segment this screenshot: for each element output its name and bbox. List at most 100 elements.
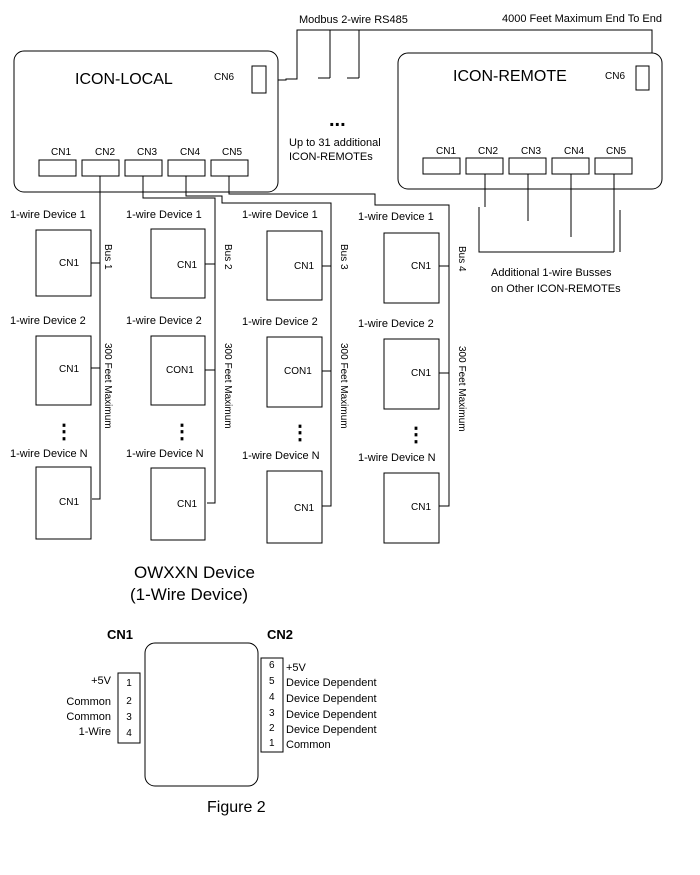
col1-deviceN-cn: CN1 — [59, 497, 79, 508]
bus3-wire — [185, 176, 332, 507]
icon-local-unit: ICON-LOCAL CN6 CN1 CN2 CN3 CN4 CN5 — [13, 50, 279, 193]
col3-device2-cn: CON1 — [284, 366, 312, 377]
icon-remote-cn2-port — [465, 157, 504, 175]
col4-deviceN-cn: CN1 — [411, 502, 431, 513]
col3-distance-label: 300 Feet Maximum — [338, 343, 349, 429]
icon-local-cn4-port — [167, 159, 206, 177]
col4-bus-label: Bus 4 — [456, 246, 467, 272]
col2-more-devices-dots: ⋮ — [172, 421, 192, 443]
bus-column-3: 1-wire Device 1 CN1 1-wire Device 2 CON1… — [242, 209, 349, 544]
col3-deviceN-box — [266, 470, 323, 544]
remote-busses-bracket — [478, 207, 614, 253]
cn2-pin5-label: Device Dependent — [286, 677, 377, 689]
cn2-pin2-label: Device Dependent — [286, 724, 377, 736]
icon-local-cn4-label: CN4 — [180, 147, 200, 158]
owxxn-subtitle: (1-Wire Device) — [130, 585, 248, 604]
icon-local-cn1-port — [38, 159, 77, 177]
col4-more-devices-dots: ⋮ — [406, 424, 426, 446]
cn2-pin4-num: 4 — [269, 692, 275, 703]
col1-distance-label: 300 Feet Maximum — [102, 343, 113, 429]
owxxn-device-body — [144, 642, 259, 787]
bus1-wire — [92, 176, 101, 500]
cn1-pin2-label: Common — [66, 696, 111, 708]
cn2-pin5-num: 5 — [269, 676, 275, 687]
icon-remote-cn2-label: CN2 — [478, 146, 498, 157]
col1-device2-box — [35, 335, 92, 406]
icon-remote-cn3-label: CN3 — [521, 146, 541, 157]
modbus-label: Modbus 2-wire RS485 — [299, 14, 408, 26]
col4-device1-label: 1-wire Device 1 — [358, 211, 434, 223]
icon-local-cn6-port — [251, 65, 267, 94]
cn1-pin3-num: 3 — [126, 712, 132, 723]
additional-remotes-line1: Up to 31 additional — [289, 137, 381, 149]
icon-remote-cn6-port — [635, 65, 650, 91]
owxxn-cn2-connector — [260, 657, 284, 753]
icon-remote-cn3-port — [508, 157, 547, 175]
cn1-pin2-num: 2 — [126, 696, 132, 707]
cn2-pin2-num: 2 — [269, 723, 275, 734]
remote-bus-drops — [478, 174, 621, 253]
icon-remote-cn6-label: CN6 — [605, 71, 625, 82]
bus2-wire — [142, 176, 216, 504]
cn2-pin4-label: Device Dependent — [286, 693, 377, 705]
icon-local-cn1-label: CN1 — [51, 147, 71, 158]
col3-device1-cn: CN1 — [294, 261, 314, 272]
cn2-pin3-num: 3 — [269, 708, 275, 719]
icon-local-cn6-label: CN6 — [214, 72, 234, 83]
col2-device1-cn: CN1 — [177, 260, 197, 271]
icon-local-cn3-port — [124, 159, 163, 177]
col2-device2-cn: CON1 — [166, 365, 194, 376]
bus4-wire — [228, 176, 450, 507]
additional-busses-line2: on Other ICON-REMOTEs — [491, 283, 621, 295]
icon-local-cn3-label: CN3 — [137, 147, 157, 158]
icon-local-cn2-label: CN2 — [95, 147, 115, 158]
cn2-pin1-label: Common — [286, 739, 331, 751]
col1-deviceN-label: 1-wire Device N — [10, 448, 88, 460]
col3-more-devices-dots: ⋮ — [290, 422, 310, 444]
col4-device2-box — [383, 338, 440, 410]
additional-busses-line1: Additional 1-wire Busses — [491, 267, 612, 279]
icon-remote-unit: ICON-REMOTE CN6 CN1 CN2 CN3 CN4 CN5 — [397, 52, 663, 190]
col3-deviceN-cn: CN1 — [294, 503, 314, 514]
col1-device1-cn: CN1 — [59, 258, 79, 269]
col1-bus-label: Bus 1 — [102, 244, 113, 270]
col4-device1-cn: CN1 — [411, 261, 431, 272]
col1-more-devices-dots: ⋮ — [54, 421, 74, 443]
col4-deviceN-box — [383, 472, 440, 544]
col1-device2-cn: CN1 — [59, 364, 79, 375]
col1-device2-label: 1-wire Device 2 — [10, 315, 86, 327]
col4-distance-label: 300 Feet Maximum — [456, 346, 467, 432]
cn1-pin4-num: 4 — [126, 728, 132, 739]
bus-column-2: 1-wire Device 1 CN1 1-wire Device 2 CON1… — [126, 209, 233, 541]
col4-device1-box — [383, 232, 440, 304]
col2-deviceN-cn: CN1 — [177, 499, 197, 510]
bus-column-4: 1-wire Device 1 CN1 1-wire Device 2 CN1 … — [358, 211, 467, 544]
icon-local-cn5-label: CN5 — [222, 147, 242, 158]
cn2-pin3-label: Device Dependent — [286, 709, 377, 721]
col2-distance-label: 300 Feet Maximum — [222, 343, 233, 429]
col2-device2-box — [150, 335, 206, 406]
owxxn-cn1-label: CN1 — [107, 627, 133, 642]
col1-device1-label: 1-wire Device 1 — [10, 209, 86, 221]
col2-bus-label: Bus 2 — [222, 244, 233, 270]
local-bus-wiring — [92, 176, 450, 507]
col3-bus-label: Bus 3 — [338, 244, 349, 270]
cn2-pin1-num: 1 — [269, 738, 275, 749]
col3-device1-box — [266, 230, 323, 301]
cn1-pin3-label: Common — [66, 711, 111, 723]
icon-local-cn5-port — [210, 159, 249, 177]
col4-deviceN-label: 1-wire Device N — [358, 452, 436, 464]
owxxn-cn2-label: CN2 — [267, 627, 293, 642]
col3-deviceN-label: 1-wire Device N — [242, 450, 320, 462]
icon-remote-cn5-label: CN5 — [606, 146, 626, 157]
col2-device1-box — [150, 228, 206, 299]
icon-local-cn2-port — [81, 159, 120, 177]
col2-device1-label: 1-wire Device 1 — [126, 209, 202, 221]
col2-device2-label: 1-wire Device 2 — [126, 315, 202, 327]
icon-remote-cn4-label: CN4 — [564, 146, 584, 157]
icon-local-box — [13, 50, 279, 193]
col1-device1-box — [35, 229, 92, 297]
icon-remote-cn5-port — [594, 157, 633, 175]
col1-deviceN-box — [35, 466, 92, 540]
